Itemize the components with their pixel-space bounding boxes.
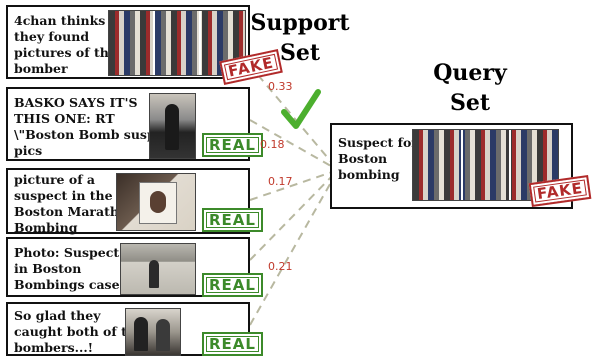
real-stamp: REAL (202, 133, 263, 157)
support-card-text: 4chan thinks they found pictures of the … (14, 13, 117, 76)
support-card-text: So glad they caught both of the bombers.… (14, 308, 144, 355)
connector-line (249, 169, 339, 326)
similarity-score: 0.33 (268, 80, 293, 93)
photo-divider (199, 11, 201, 75)
support-card: 4chan thinks they found pictures of the … (6, 5, 283, 85)
support-card: picture of a suspect in the Boston Marat… (6, 168, 263, 235)
support-card-text: Photo: Suspect 1 in Boston Bombings case (14, 245, 132, 292)
figure-silhouette (165, 104, 179, 150)
connector-line (249, 119, 339, 171)
street-photo (120, 243, 196, 295)
query-set-heading: Query Set (420, 58, 520, 118)
suspect-photo (116, 173, 196, 231)
suspect-photo (149, 93, 196, 159)
support-heading-line1: Support (250, 10, 350, 36)
real-stamp: REAL (202, 273, 263, 297)
photo-divider (509, 130, 511, 200)
support-set-heading: Support Set (250, 8, 350, 68)
real-stamp: REAL (202, 208, 263, 232)
check-icon (281, 89, 321, 129)
similarity-score: 0.21 (268, 260, 293, 273)
framed-portrait (139, 182, 177, 224)
connector-line (249, 169, 339, 261)
photo-divider (461, 130, 463, 200)
query-card-text: Suspect for Boston bombing (338, 135, 418, 182)
query-heading-line1: Query (433, 60, 507, 86)
figure-silhouette (149, 260, 159, 288)
query-card: Suspect for Boston bombing FAKE (330, 123, 592, 209)
photo-divider (153, 11, 155, 75)
similarity-score: 0.18 (260, 138, 285, 151)
support-card: So glad they caught both of the bombers.… (6, 302, 263, 356)
connector-line (249, 169, 339, 201)
support-heading-line2: Set (279, 40, 321, 66)
query-heading-line2: Set (449, 90, 491, 116)
real-stamp: REAL (202, 332, 263, 356)
support-card: Photo: Suspect 1 in Boston Bombings case… (6, 237, 263, 297)
support-card: BASKO SAYS IT'S THIS ONE: RT \"Boston Bo… (6, 87, 263, 161)
similarity-score: 0.17 (268, 175, 293, 188)
suspects-photo (125, 308, 181, 356)
